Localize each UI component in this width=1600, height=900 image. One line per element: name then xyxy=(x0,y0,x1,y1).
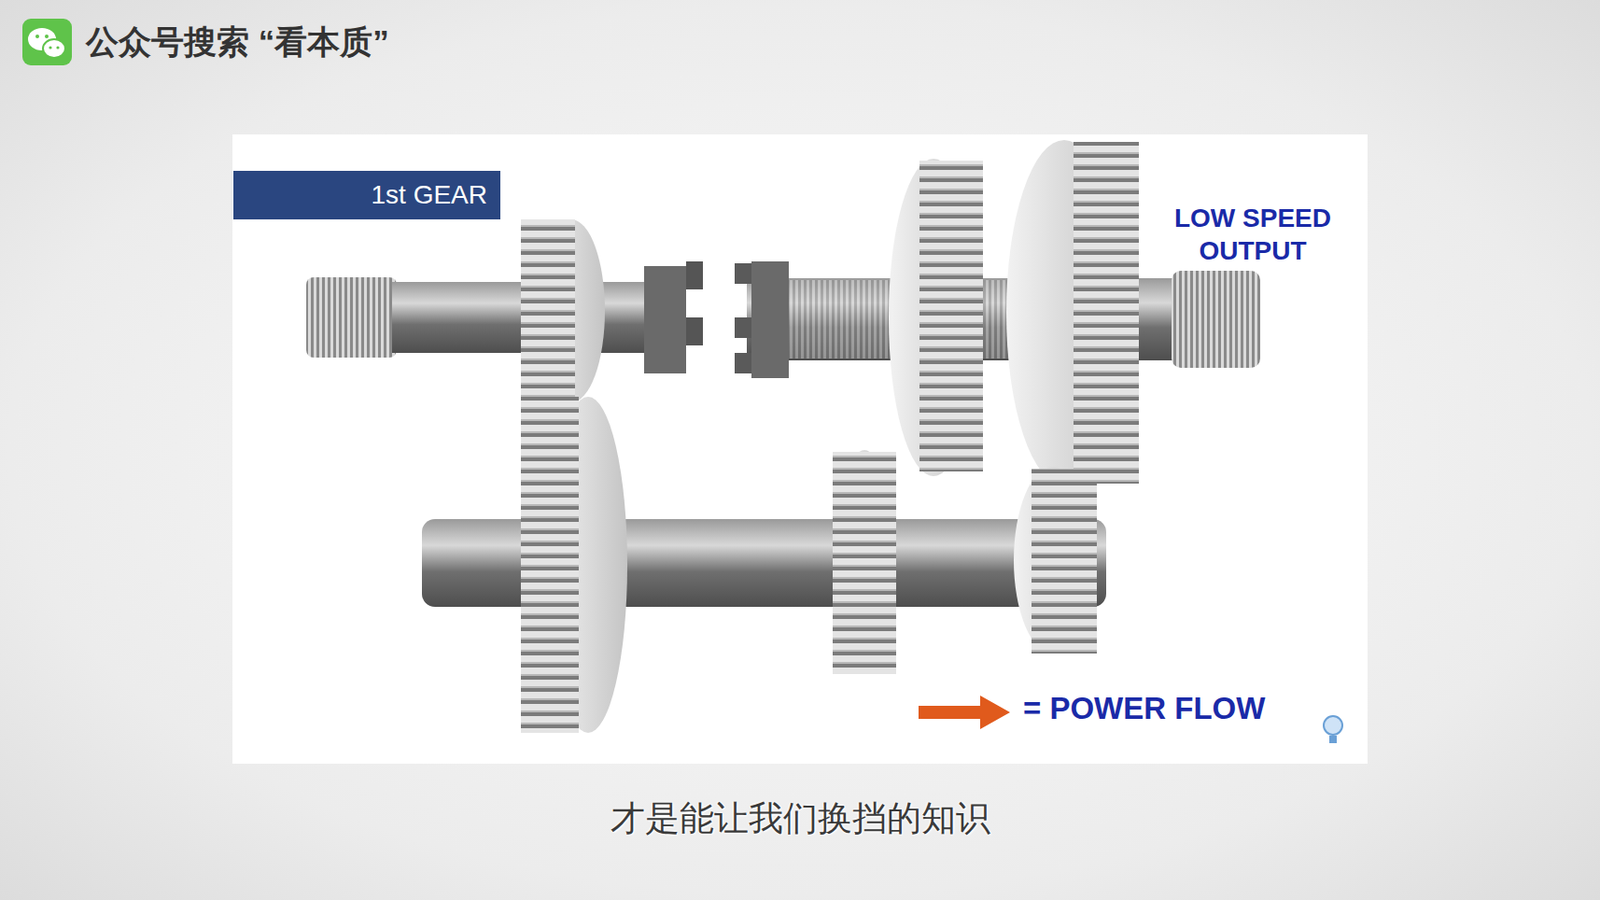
video-panel xyxy=(232,134,1368,764)
channel-header: 公众号搜索 “看本质” xyxy=(85,20,390,65)
counter-gear-mid xyxy=(832,449,897,674)
dog-clutch xyxy=(644,261,789,379)
counter-gear-right xyxy=(1013,466,1097,654)
bulb-icon xyxy=(1323,715,1343,744)
input-gear xyxy=(520,219,605,403)
band-text: 1st GEAR xyxy=(371,180,488,211)
power-flow-arrow xyxy=(918,695,1011,730)
wechat-icon xyxy=(22,18,72,66)
legend-text: = POWER FLOW xyxy=(1023,690,1265,727)
subtitle: 才是能让我们换挡的知识 xyxy=(610,795,991,843)
output-gear-1 xyxy=(888,158,983,477)
output-label: LOW SPEED OUTPUT xyxy=(1164,201,1342,267)
output-gear-2 xyxy=(1006,140,1139,486)
title-band: 1st GEAR xyxy=(233,170,501,220)
counter-gear-large xyxy=(520,396,628,733)
